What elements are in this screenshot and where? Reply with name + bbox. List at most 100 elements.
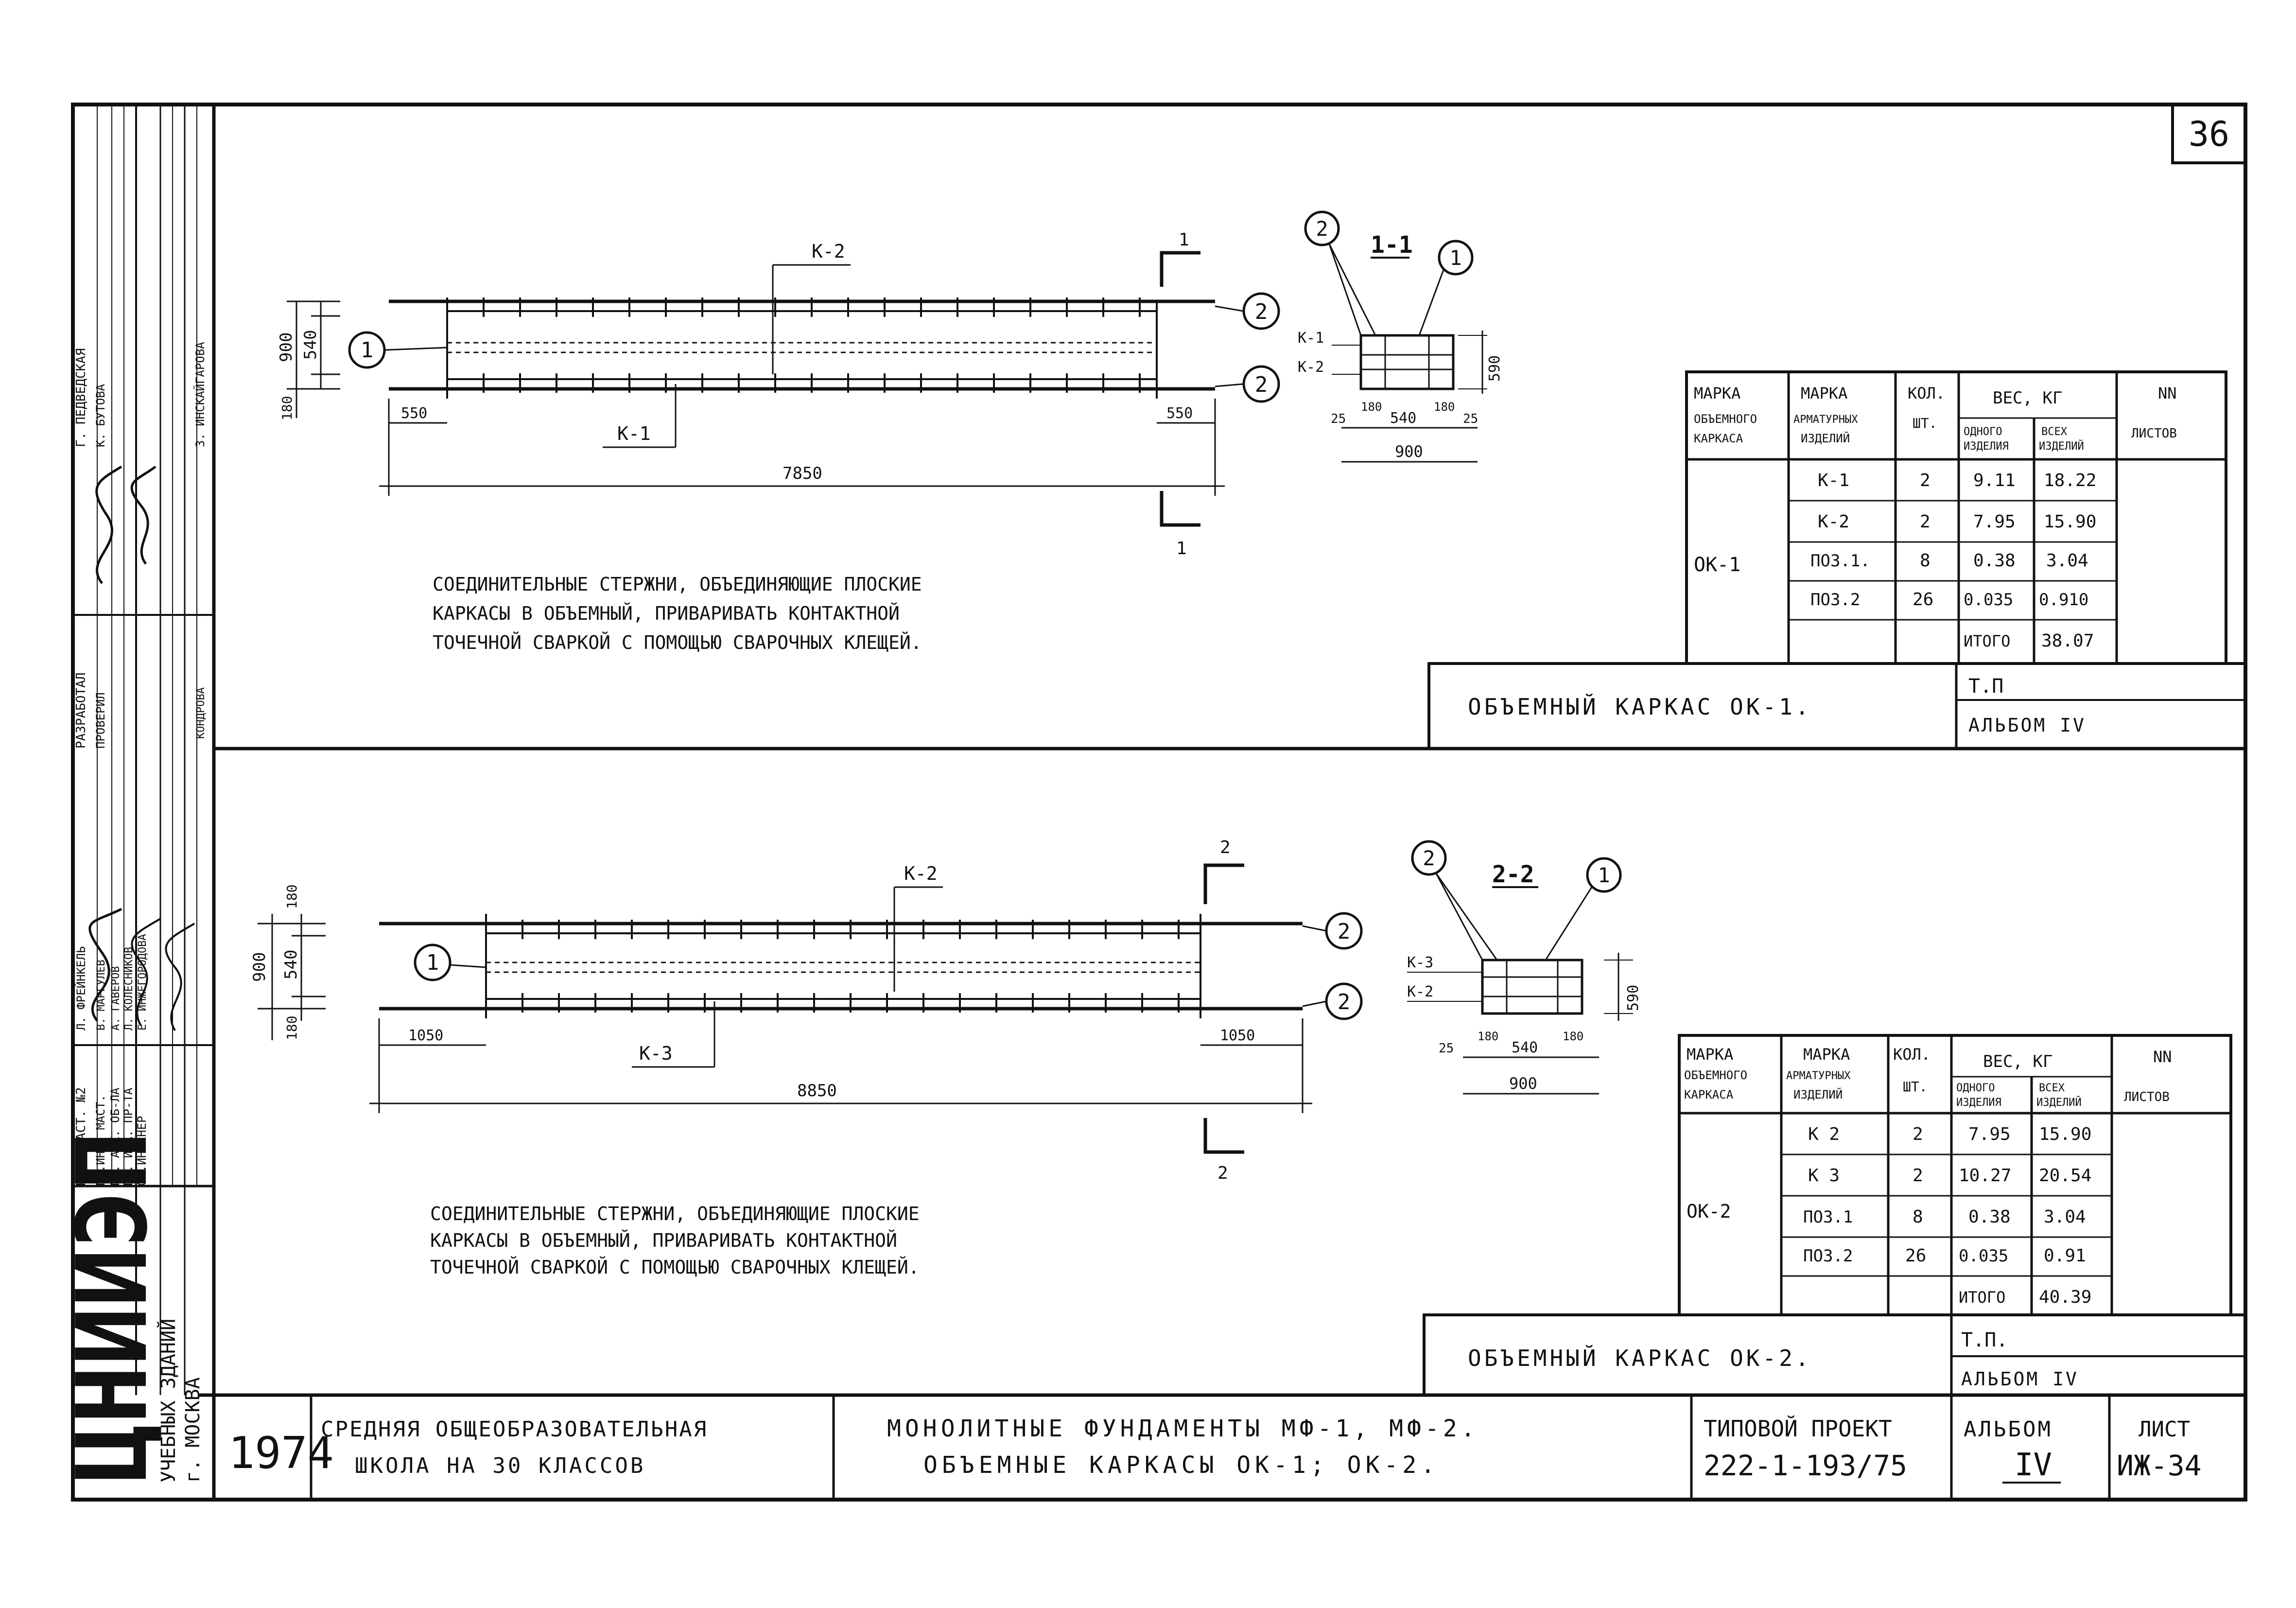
ok1-label-k2: К-2 bbox=[812, 241, 845, 262]
ok1-h-nn: NN bbox=[2158, 384, 2177, 402]
ok2-row3-qty: 8 bbox=[1913, 1207, 1923, 1227]
ok2-label-k3: К-3 bbox=[639, 1043, 673, 1064]
ok1-row4-qty: 26 bbox=[1913, 590, 1933, 610]
ok2-section-mark-bottom: 2 bbox=[1218, 1163, 1228, 1183]
ok1-h-mark-a: МАРКА bbox=[1694, 384, 1740, 402]
signature-5 bbox=[165, 923, 195, 1031]
ok1-caption-block: ОБЪЕМНЫЙ КАРКАС ОК-1. Т.П АЛЬБОМ IV bbox=[1427, 662, 2247, 750]
ok2-row1-qty: 2 bbox=[1913, 1124, 1923, 1144]
ok2-row4-all: 0.91 bbox=[2044, 1246, 2086, 1266]
ok1-dim-total: 7850 bbox=[783, 464, 822, 483]
ok2-section-title: 2-2 bbox=[1492, 861, 1534, 888]
ok2-row3-one: 0.38 bbox=[1968, 1207, 2011, 1227]
ok1-callout-2b: 2 bbox=[1255, 372, 1268, 397]
ok2-spec-frame: ОК-2 bbox=[1687, 1201, 1731, 1222]
tb-title-line-2: ОБЪЕМНЫЕ КАРКАСЫ ОК-1; ОК-2. bbox=[923, 1451, 1439, 1479]
org-sub-2: г. МОСКВА bbox=[182, 1377, 204, 1483]
ok1-h-mark-a3: КАРКАСА bbox=[1694, 432, 1743, 445]
ok2-row1-one: 7.95 bbox=[1968, 1124, 2011, 1144]
tb-project-label: ТИПОВОЙ ПРОЕКТ bbox=[1704, 1416, 1892, 1442]
ok2-row4-qty: 26 bbox=[1905, 1246, 1926, 1266]
ok1-sec-dim-2: 540 bbox=[1390, 410, 1416, 427]
ok2-sec-dim-2: 540 bbox=[1512, 1039, 1538, 1056]
ok1-h-mark-b: МАРКА bbox=[1801, 384, 1847, 402]
ok2-album-text: АЛЬБОМ IV bbox=[1961, 1368, 2079, 1390]
ok2-row3-all: 3.04 bbox=[2044, 1207, 2086, 1227]
tb-project-number: 222-1-193/75 bbox=[1704, 1449, 1907, 1482]
tb-sheet-label: ЛИСТ bbox=[2139, 1417, 2190, 1442]
ok1-sec-dim-3: 180 bbox=[1434, 400, 1455, 414]
ok2-h-all: ВСЕХ bbox=[2039, 1082, 2065, 1094]
ok2-h-mark-a: МАРКА bbox=[1687, 1045, 1733, 1064]
ok1-row2-all: 15.90 bbox=[2044, 512, 2096, 532]
ok1-total: 38.07 bbox=[2041, 631, 2094, 651]
ok1-callout-1: 1 bbox=[361, 338, 374, 363]
ok1-row1-item: К-1 bbox=[1818, 471, 1849, 490]
ok1-row2-one: 7.95 bbox=[1973, 512, 2016, 532]
ok2-tp-label: Т.П. bbox=[1961, 1329, 2008, 1351]
ok1-row3-all: 3.04 bbox=[2046, 551, 2088, 571]
org-sub-1: УЧЕБНЫХ ЗДАНИЙ bbox=[157, 1319, 180, 1483]
ok1-h-qty2: ШТ. bbox=[1913, 415, 1937, 431]
ok2-row2-item: К 3 bbox=[1808, 1166, 1840, 1186]
ok2-sec-callout-2: 2 bbox=[1423, 846, 1435, 870]
ok1-sec-dim-0: 25 bbox=[1331, 412, 1346, 426]
ok2-h-mark-a2: ОБЪЕМНОГО bbox=[1684, 1068, 1747, 1082]
ok2-h-qty2: ШТ. bbox=[1903, 1079, 1928, 1095]
ok2-h-mark-b2: АРМАТУРНЫХ bbox=[1786, 1070, 1851, 1082]
ok2-h-nn: NN bbox=[2153, 1048, 2172, 1066]
ok2-h-qty: КОЛ. bbox=[1893, 1045, 1931, 1064]
tb-school-line-1: СРЕДНЯЯ ОБЩЕОБРАЗОВАТЕЛЬНАЯ bbox=[321, 1417, 708, 1442]
ok2-callout-2b: 2 bbox=[1338, 990, 1351, 1014]
ok2-elevation: 900 540 180 180 1 2 2 К-2 К-3 1050 1050 … bbox=[250, 838, 1363, 1183]
ok2-callout-2a: 2 bbox=[1338, 919, 1351, 944]
ok2-sec-dim-1: 180 bbox=[1478, 1030, 1498, 1043]
ok2-row2-qty: 2 bbox=[1913, 1166, 1923, 1186]
ok1-h-sheets: ЛИСТОВ bbox=[2131, 426, 2177, 441]
tb-album-label: АЛЬБОМ bbox=[1964, 1417, 2052, 1442]
stamp-role-5: СТ.ИНЖЕНЕР bbox=[135, 1116, 149, 1187]
ok1-row1-qty: 2 bbox=[1920, 471, 1931, 490]
ok2-note-line-1: СОЕДИНИТЕЛЬНЫЕ СТЕРЖНИ, ОБЪЕДИНЯЮЩИЕ ПЛО… bbox=[430, 1203, 920, 1224]
ok1-dim-900: 900 bbox=[277, 332, 296, 362]
ok2-h-mark-a3: КАРКАСА bbox=[1684, 1088, 1734, 1101]
ok2-sec-k2: К-2 bbox=[1407, 983, 1433, 1000]
stamp-role-1: РУК. МАСТ. №2 bbox=[74, 1087, 88, 1187]
ok2-dim-end-left: 1050 bbox=[408, 1027, 443, 1044]
tb-year: 1974 bbox=[228, 1428, 334, 1479]
ok2-dim-180-bottom: 180 bbox=[284, 1015, 300, 1040]
ok1-caption: ОБЪЕМНЫЙ КАРКАС ОК-1. bbox=[1468, 694, 1812, 720]
stamp-name-top-2: К. БУТОВА bbox=[94, 384, 107, 447]
stamp-role-2: ГЛ.ИНЖ. МАСТ. bbox=[94, 1095, 107, 1186]
ok1-row2-qty: 2 bbox=[1920, 512, 1931, 532]
ok2-h-sheets: ЛИСТОВ bbox=[2124, 1090, 2170, 1104]
ok1-dim-540: 540 bbox=[301, 330, 320, 360]
stamp-name-4: Л. КОЛЕСНИКОВ bbox=[123, 947, 135, 1031]
ok1-sec-k1: К-1 bbox=[1298, 330, 1324, 347]
ok1-sec-dim-4: 25 bbox=[1463, 412, 1478, 426]
ok2-sec-k3: К-3 bbox=[1407, 954, 1433, 971]
ok2-h-all2: ИЗДЕЛИЙ bbox=[2036, 1096, 2082, 1109]
ok1-row3-item: ПОЗ.1. bbox=[1810, 551, 1870, 571]
ok1-dim-end-right: 550 bbox=[1166, 405, 1193, 422]
title-block: 1974 СРЕДНЯЯ ОБЩЕОБРАЗОВАТЕЛЬНАЯ ШКОЛА Н… bbox=[228, 1395, 2202, 1500]
ok1-label-k1: К-1 bbox=[617, 423, 651, 444]
approval-stamp: РУК. МАСТ. №2 ГЛ.ИНЖ. МАСТ. ГЛ. АРХ. ОБ-… bbox=[56, 105, 214, 1483]
ok1-callout-2a: 2 bbox=[1255, 299, 1268, 324]
ok1-h-mark-b3: ИЗДЕЛИЙ bbox=[1801, 431, 1850, 445]
ok1-elevation: 900 540 180 1 2 2 К-2 К-1 550 550 7850 1… bbox=[277, 230, 1280, 559]
ok1-note: СОЕДИНИТЕЛЬНЫЕ СТЕРЖНИ, ОБЪЕДИНЯЮЩИЕ ПЛО… bbox=[433, 574, 922, 653]
ok1-h-all: ВСЕХ bbox=[2041, 426, 2068, 438]
signature-1 bbox=[95, 465, 122, 584]
ok1-h-mark-a2: ОБЪЕМНОГО bbox=[1694, 412, 1757, 426]
ok1-album-text: АЛЬБОМ IV bbox=[1968, 715, 2086, 736]
ok1-row2-item: К-2 bbox=[1818, 512, 1849, 532]
ok2-h-mark-b3: ИЗДЕЛИЙ bbox=[1793, 1087, 1843, 1101]
corner-number-box bbox=[2171, 103, 2247, 164]
ok2-dim-540: 540 bbox=[281, 950, 301, 979]
ok1-h-one2: ИЗДЕЛИЯ bbox=[1964, 440, 2009, 453]
ok2-row2-all: 20.54 bbox=[2039, 1166, 2091, 1186]
ok2-total-label: ИТОГО bbox=[1959, 1288, 2005, 1307]
stamp-name-6: КОНДРОВА bbox=[195, 687, 207, 739]
